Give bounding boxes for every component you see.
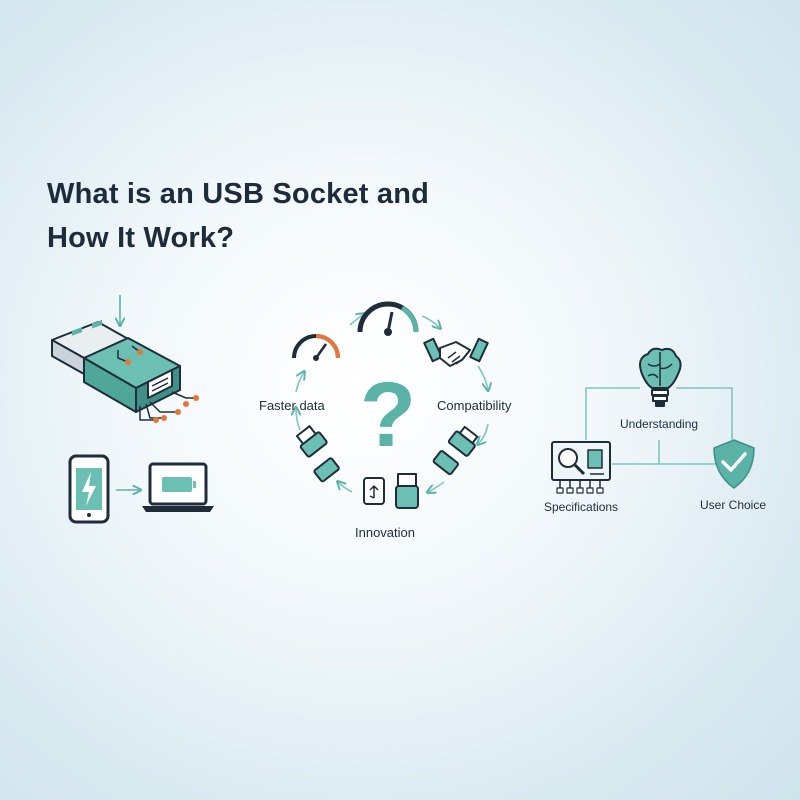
usb-plug-icon bbox=[51, 295, 199, 423]
speedometer-icon bbox=[292, 334, 340, 361]
brain-lightbulb-icon bbox=[639, 347, 682, 407]
label-innovation: Innovation bbox=[355, 525, 415, 540]
page-title: What is an USB Socket and How It Work? bbox=[47, 172, 429, 260]
speedometer-icon bbox=[357, 301, 419, 336]
label-specifications: Specifications bbox=[544, 500, 619, 514]
usb-connector-icon bbox=[432, 425, 479, 476]
usb-connector-icon bbox=[295, 425, 340, 483]
title-line-1: What is an USB Socket and bbox=[47, 178, 430, 210]
label-faster-data: Faster data bbox=[259, 398, 325, 413]
laptop-battery-icon bbox=[142, 462, 214, 512]
tree-connector-lines bbox=[585, 387, 733, 465]
usb-connector-icon bbox=[363, 473, 419, 509]
label-user-choice: User Choice bbox=[700, 498, 767, 512]
label-compatibility: Compatibility bbox=[437, 398, 512, 413]
title-line-2: How It Work? bbox=[47, 222, 235, 254]
shield-check-icon bbox=[713, 439, 755, 489]
question-mark-icon: ? bbox=[360, 364, 416, 466]
blueprint-magnifier-icon bbox=[551, 441, 611, 494]
smartphone-charging-icon bbox=[68, 454, 110, 524]
label-understanding: Understanding bbox=[620, 417, 699, 431]
handshake-icon bbox=[423, 337, 489, 367]
